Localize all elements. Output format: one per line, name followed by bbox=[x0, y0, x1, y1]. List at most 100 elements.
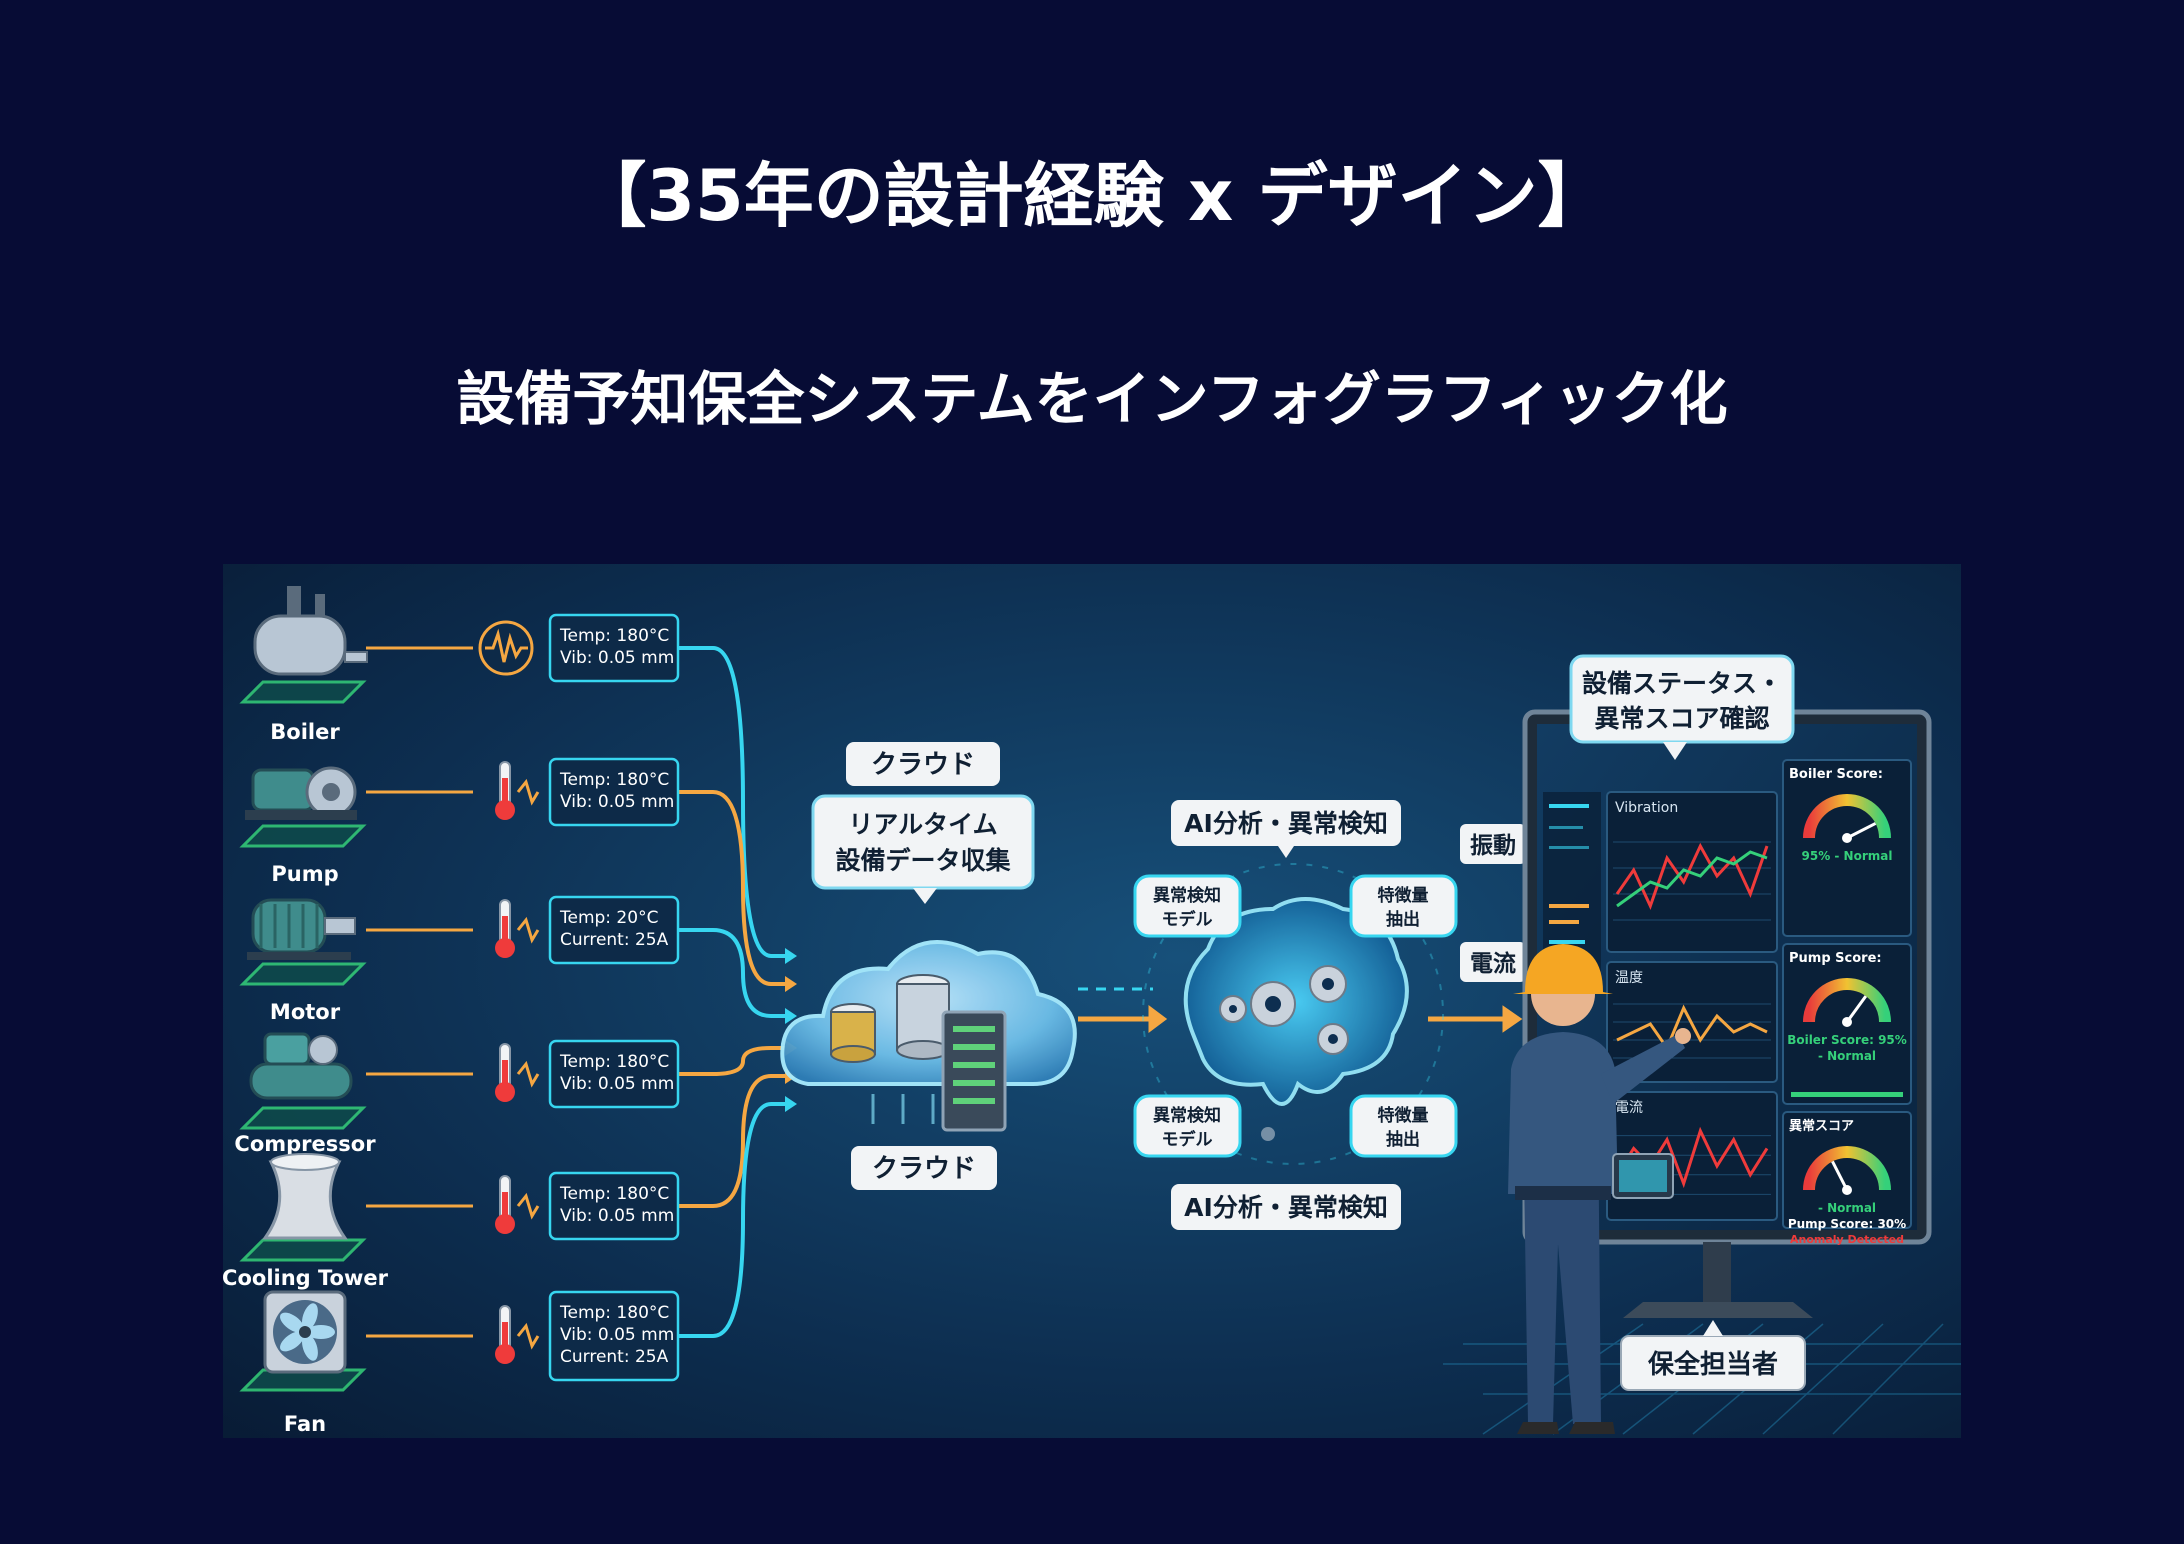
equipment-name-cooling-tower: Cooling Tower bbox=[223, 1266, 389, 1290]
gauge-needle bbox=[1845, 995, 1868, 1023]
ai-bubble-2-line-2: 抽出 bbox=[1386, 909, 1420, 930]
worker-label: 保全担当者 bbox=[1647, 1349, 1778, 1380]
flow-line-compressor bbox=[678, 1046, 791, 1076]
equipment-name-pump: Pump bbox=[271, 862, 338, 886]
signal-current-label: 電流 bbox=[1470, 950, 1516, 977]
reading-line: Temp: 20°C bbox=[559, 908, 658, 928]
equipment-platform bbox=[239, 1106, 367, 1130]
reading-line: Vib: 0.05 mm bbox=[560, 1325, 674, 1345]
ai-bubble-4-line-1: 特徴量 bbox=[1378, 1105, 1429, 1126]
reading-line: Vib: 0.05 mm bbox=[560, 648, 674, 668]
gauge-alert: Anomaly Detected bbox=[1790, 1233, 1904, 1246]
dashboard-callout: 設備ステータス・ 異常スコア確認 bbox=[1569, 654, 1795, 760]
ai-bubble-1-line-1: 異常検知 bbox=[1153, 885, 1221, 906]
gauge-title: 異常スコア bbox=[1789, 1118, 1854, 1134]
gauge-sub-value: Pump Score: 30% bbox=[1788, 1217, 1906, 1231]
equipment-name-fan: Fan bbox=[284, 1412, 326, 1436]
cloud-top-label: クラウド bbox=[871, 750, 975, 780]
cloud-server-icon bbox=[780, 940, 1077, 1132]
wave-sensor-icon bbox=[478, 620, 534, 676]
chart-title: Vibration bbox=[1615, 800, 1678, 816]
gauge-needle bbox=[1846, 822, 1877, 840]
cloud-callout-tail bbox=[913, 888, 937, 904]
gauge-value: 95% - Normal bbox=[1802, 849, 1893, 863]
ai-top-label-box bbox=[1171, 800, 1401, 846]
cloud-top-label-box bbox=[846, 742, 1000, 786]
thermometer-icon bbox=[495, 899, 540, 958]
gauge-title: Boiler Score: bbox=[1789, 767, 1883, 782]
ai-bottom-label-box bbox=[1171, 1184, 1401, 1230]
ai-bubble-1-line-2: モデル bbox=[1162, 909, 1213, 930]
equipment-name-motor: Motor bbox=[270, 1000, 341, 1024]
gauge-title: Pump Score: bbox=[1789, 951, 1882, 966]
gauge-arc bbox=[1803, 1146, 1891, 1191]
dashboard-sidebar bbox=[1543, 792, 1601, 972]
cloud-section: クラウド リアルタイム 設備データ収集 bbox=[780, 742, 1077, 1190]
cooling-tower-icon bbox=[262, 1153, 348, 1240]
equipment-platform bbox=[239, 824, 367, 848]
page-subtitle: 設備予知保全システムをインフォグラフィック化 bbox=[456, 365, 1728, 433]
gauge-sub-value: - Normal bbox=[1818, 1049, 1876, 1063]
reading-line: Vib: 0.05 mm bbox=[560, 1074, 674, 1094]
chart-waveform bbox=[1616, 850, 1768, 908]
equipment-platform bbox=[239, 962, 367, 986]
pipeline-arrows bbox=[1078, 987, 1523, 1033]
ai-bubble-3: 異常検知 モデル bbox=[1133, 1094, 1242, 1158]
chart-title: 電流 bbox=[1615, 1100, 1643, 1116]
ai-section: AI分析・異常検知 異常検知 モデル bbox=[1133, 800, 1458, 1230]
compressor-icon bbox=[249, 1032, 353, 1100]
flow-arrowhead bbox=[785, 976, 797, 992]
gauge-needle bbox=[1831, 1160, 1849, 1191]
dashboard-callout-line-1: 設備ステータス・ bbox=[1582, 669, 1782, 698]
maintenance-worker-icon bbox=[1508, 944, 1691, 1434]
equipment-name-boiler: Boiler bbox=[270, 720, 340, 744]
ai-bubble-4-line-2: 抽出 bbox=[1386, 1129, 1420, 1150]
flow-line-pump bbox=[678, 790, 791, 986]
flow-line-boiler bbox=[678, 646, 791, 958]
chart-title: 温度 bbox=[1615, 970, 1643, 986]
ai-bubble-3-line-2: モデル bbox=[1162, 1129, 1213, 1150]
gauge-panel-2: Pump Score:Boiler Score: 95%- Normal bbox=[1782, 943, 1912, 1105]
cloud-bottom-label-box bbox=[851, 1146, 997, 1190]
chart-waveform bbox=[1616, 1004, 1768, 1052]
chart-panel-1: Vibration bbox=[1606, 791, 1778, 953]
cloud-callout-line-1: リアルタイム bbox=[848, 810, 997, 839]
thermometer-icon bbox=[495, 1175, 540, 1234]
dashboard-callout-line-2: 異常スコア確認 bbox=[1594, 704, 1769, 733]
flow-arrowhead bbox=[785, 1096, 797, 1112]
reading-line: Temp: 180°C bbox=[559, 1303, 669, 1323]
reading-line: Temp: 180°C bbox=[559, 770, 669, 790]
flow-line-fan bbox=[678, 1102, 791, 1338]
ai-top-label: AI分析・異常検知 bbox=[1184, 809, 1388, 838]
cloud-bottom-label: クラウド bbox=[872, 1154, 976, 1184]
motor-icon bbox=[247, 898, 356, 960]
ai-bubble-3-line-1: 異常検知 bbox=[1153, 1105, 1221, 1126]
thermometer-icon bbox=[495, 1043, 540, 1102]
ai-bubble-2: 特徴量 抽出 bbox=[1349, 874, 1458, 938]
fan-icon bbox=[263, 1290, 347, 1374]
worker-label-box: 保全担当者 bbox=[1620, 1320, 1806, 1391]
reading-line: Temp: 180°C bbox=[559, 1184, 669, 1204]
flow-arrowhead bbox=[785, 948, 797, 964]
reading-line: Temp: 180°C bbox=[559, 626, 669, 646]
reading-line: Temp: 180°C bbox=[559, 1052, 669, 1072]
thermometer-icon bbox=[495, 761, 540, 820]
data-flow-lines bbox=[678, 646, 797, 1338]
page-title: 【35年の設計経験 x デザイン】 bbox=[576, 155, 1608, 237]
signal-vibration-label: 振動 bbox=[1470, 832, 1516, 859]
reading-line: Vib: 0.05 mm bbox=[560, 792, 674, 812]
